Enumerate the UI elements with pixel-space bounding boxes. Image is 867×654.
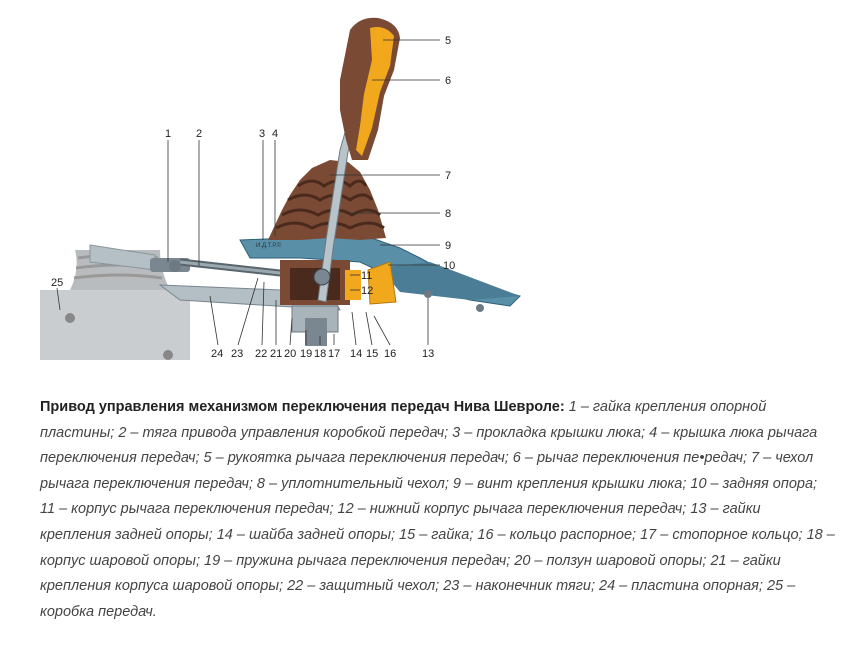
callout-2: 2 bbox=[196, 128, 202, 140]
callout-14: 14 bbox=[350, 348, 362, 360]
callout-8: 8 bbox=[445, 208, 451, 220]
figure-caption: Привод управления механизмом переключени… bbox=[40, 395, 835, 625]
callout-22: 22 bbox=[255, 348, 267, 360]
callout-3: 3 bbox=[259, 128, 265, 140]
lever-knob-insert bbox=[356, 27, 394, 156]
callout-25: 25 bbox=[51, 277, 63, 289]
callout-12: 12 bbox=[361, 285, 373, 297]
callout-9: 9 bbox=[445, 240, 451, 252]
callout-11: 11 bbox=[361, 270, 372, 282]
bolt bbox=[424, 290, 432, 298]
callout-5: 5 bbox=[445, 35, 451, 47]
callout-10: 10 bbox=[443, 260, 455, 272]
callout-20: 20 bbox=[284, 348, 296, 360]
callout-7: 7 bbox=[445, 170, 451, 182]
control-rod bbox=[89, 244, 326, 282]
callout-23: 23 bbox=[231, 348, 243, 360]
caption-title: Привод управления механизмом переключени… bbox=[40, 399, 565, 415]
rear-support bbox=[380, 262, 520, 300]
leader-lines bbox=[56, 39, 440, 346]
callout-24: 24 bbox=[211, 348, 223, 360]
callout-21: 21 bbox=[270, 348, 282, 360]
gear-shift-diagram: И.Д.Т.Р.© bbox=[40, 17, 521, 360]
callout-19: 19 bbox=[300, 348, 312, 360]
callout-18: 18 bbox=[314, 348, 326, 360]
callout-13: 13 bbox=[422, 348, 434, 360]
callout-1: 1 bbox=[165, 128, 171, 140]
callout-15: 15 bbox=[366, 348, 378, 360]
callout-labels: 1 2 3 4 5 6 7 8 9 10 11 12 13 14 15 16 1… bbox=[51, 35, 455, 360]
pivot-joint bbox=[313, 268, 331, 286]
bolt bbox=[476, 304, 484, 312]
callout-17: 17 bbox=[328, 348, 340, 360]
caption-body: 1 – гайка крепления опорной пластины; 2 … bbox=[40, 399, 835, 620]
watermark: И.Д.Т.Р.© bbox=[256, 242, 282, 249]
lever-boot bbox=[268, 160, 386, 240]
callout-6: 6 bbox=[445, 75, 451, 87]
callout-4: 4 bbox=[272, 128, 278, 140]
callout-16: 16 bbox=[384, 348, 396, 360]
rear-support-orange bbox=[367, 261, 397, 305]
